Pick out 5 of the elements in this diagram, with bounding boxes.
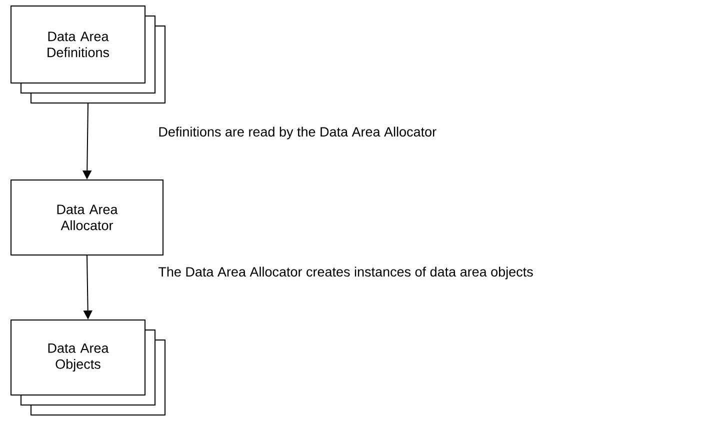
note-text: The Data Area Allocator creates instances of data area objects [158,266,533,280]
process-box: Data Area Allocator [10,180,164,256]
document-stack: Data Area Objects [10,320,166,416]
note-text: Definitions are read by the Data Area Allocator [159,126,436,140]
document-stack: Data Area Definitions [10,6,166,104]
